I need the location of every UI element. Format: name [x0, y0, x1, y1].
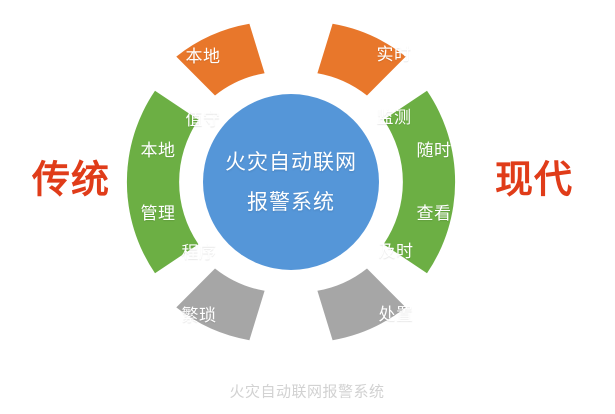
side-label-modern: 现代 — [494, 157, 574, 202]
side-label-traditional: 传统 — [31, 157, 111, 202]
ring-segments — [126, 23, 456, 341]
segment-realtime-monitoring-shape[interactable] — [317, 23, 406, 96]
center-circle[interactable] — [203, 94, 379, 270]
segment-local-management-shape[interactable] — [126, 90, 199, 274]
segment-cumbersome-procedure-shape[interactable] — [176, 268, 265, 341]
segment-timely-disposal-shape[interactable] — [317, 268, 406, 341]
segment-view-anytime-shape[interactable] — [383, 90, 456, 274]
diagram-caption: 火灾自动联网报警系统 — [229, 382, 385, 401]
segment-local-duty-shape[interactable] — [176, 23, 265, 96]
